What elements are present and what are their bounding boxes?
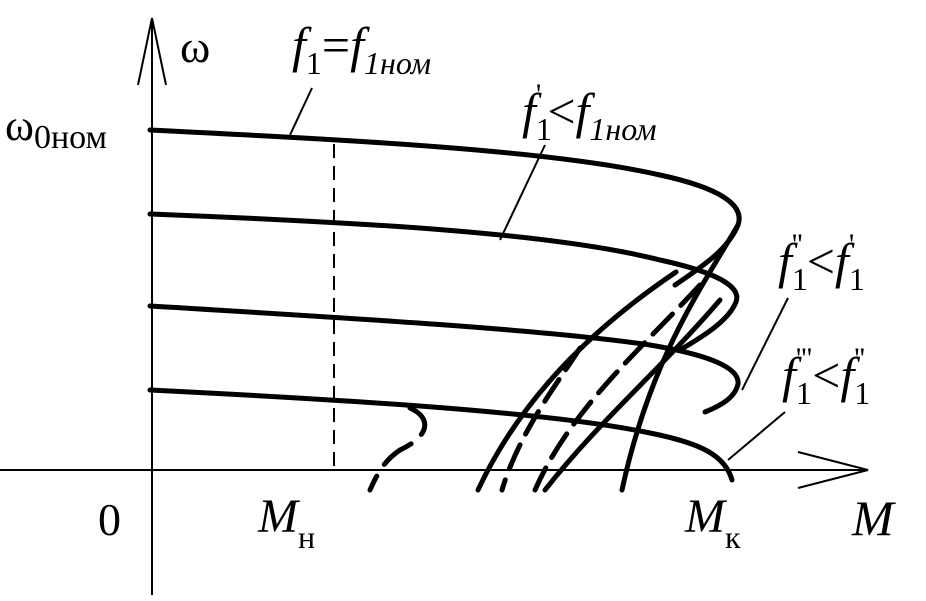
curve-f1-triple-prime-lower-branch bbox=[367, 405, 428, 493]
curve-f1-prime bbox=[147, 211, 740, 353]
curve-f1-double-prime bbox=[147, 303, 741, 415]
origin-label: 0 bbox=[98, 494, 121, 545]
curve-f1-prime-lower-branch bbox=[475, 269, 679, 493]
curve-f1-double-prime-lower-branch bbox=[542, 297, 723, 493]
curve-f1-triple-prime bbox=[147, 387, 735, 483]
curve-f1-double-prime-dashed-branch bbox=[499, 345, 583, 493]
omega0-nominal-label: ω0ном bbox=[5, 101, 107, 156]
rated-torque-label: Mн bbox=[257, 490, 315, 555]
curve-f1-nominal-lower-branch bbox=[619, 222, 741, 493]
label-f1-double-prime: f1''<f1' bbox=[778, 228, 865, 297]
x-axis-arrowhead bbox=[797, 451, 869, 489]
y-axis-label: ω bbox=[180, 21, 210, 72]
label-f1-nominal: f1=f1ном bbox=[292, 17, 431, 81]
label-f1-triple-prime: f1'''<f1'' bbox=[782, 342, 870, 411]
x-axis-label: M bbox=[851, 490, 896, 546]
leader-line-f1-double-prime bbox=[741, 297, 789, 391]
curve-f1-nominal bbox=[147, 127, 742, 288]
critical-torque-label: Mк bbox=[684, 490, 741, 555]
curve-f1-prime-dashed-branch bbox=[532, 282, 703, 493]
leader-line-f1-nominal bbox=[289, 87, 313, 136]
y-axis-arrowhead bbox=[137, 17, 167, 86]
leader-line-f1-prime bbox=[499, 144, 546, 241]
leader-line-f1-triple-prime bbox=[727, 411, 786, 461]
label-f1-prime: f1'<f1ном bbox=[522, 78, 657, 147]
